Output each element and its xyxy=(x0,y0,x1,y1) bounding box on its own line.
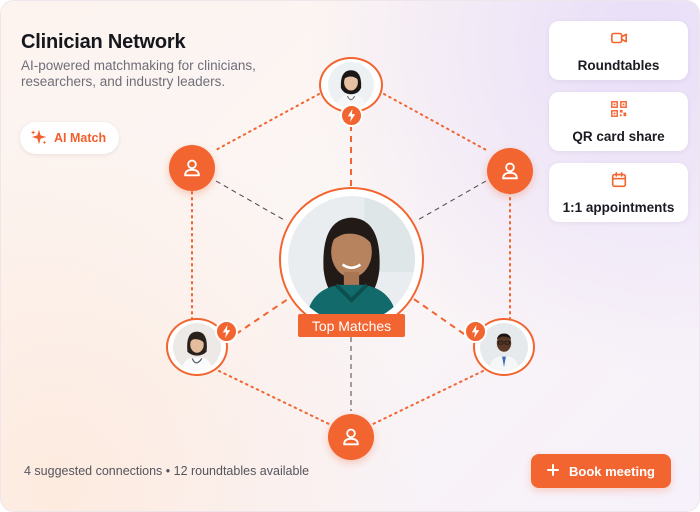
user-icon xyxy=(343,428,359,446)
profile-photo-top[interactable] xyxy=(319,57,383,113)
center-profile-photo[interactable] xyxy=(279,187,424,332)
qr-card-share-label: QR card share xyxy=(572,128,665,144)
profile-photo-right[interactable] xyxy=(473,318,535,376)
woman-doctor-portrait-icon xyxy=(173,323,221,371)
calendar-icon xyxy=(610,171,628,194)
status-text: 4 suggested connections • 12 roundtables… xyxy=(24,464,310,478)
appointments-label: 1:1 appointments xyxy=(562,199,675,215)
suggested-connection-node-right[interactable] xyxy=(487,148,533,194)
lightning-bolt-icon xyxy=(340,104,363,127)
plus-icon xyxy=(547,463,560,479)
book-meeting-label: Book meeting xyxy=(569,463,655,479)
roundtables-card[interactable]: Roundtables xyxy=(549,21,688,80)
sparkle-icon xyxy=(30,128,48,149)
profile-photo-left[interactable] xyxy=(166,318,228,376)
ai-match-label: AI Match xyxy=(54,131,107,145)
user-icon xyxy=(184,159,200,177)
video-camera-icon xyxy=(610,29,628,52)
page-title: Clinician Network xyxy=(21,31,186,53)
top-matches-label: Top Matches xyxy=(298,314,405,337)
qr-code-icon xyxy=(610,100,628,123)
ai-match-button[interactable]: AI Match xyxy=(20,122,120,154)
man-doctor-portrait-icon xyxy=(480,323,528,371)
suggested-connection-node-bottom[interactable] xyxy=(328,414,374,460)
appointments-card[interactable]: 1:1 appointments xyxy=(549,163,688,222)
suggested-connection-node-left[interactable] xyxy=(169,145,215,191)
lightning-bolt-icon xyxy=(215,320,238,343)
page-subtitle: AI-powered matchmaking for clinicians, r… xyxy=(21,58,256,89)
book-meeting-button[interactable]: Book meeting xyxy=(531,454,671,488)
lightning-bolt-icon xyxy=(464,320,487,343)
woman-doctor-portrait-icon xyxy=(328,62,374,108)
qr-card-share-card[interactable]: QR card share xyxy=(549,92,688,151)
user-icon xyxy=(502,162,518,180)
woman-portrait-icon xyxy=(288,196,415,323)
roundtables-label: Roundtables xyxy=(577,57,660,73)
